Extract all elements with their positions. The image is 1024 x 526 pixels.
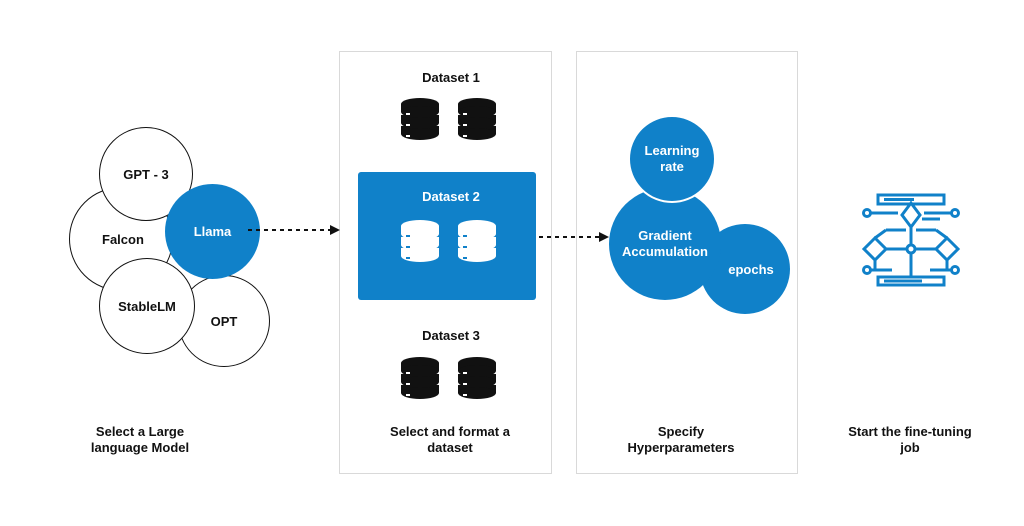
model-stablelm-label: StableLM xyxy=(118,298,176,314)
model-opt-label: OPT xyxy=(210,313,238,329)
model-llama-label: Llama xyxy=(193,224,232,239)
step-4-caption: Start the fine-tuning job xyxy=(848,424,972,455)
dataset-3-title: Dataset 3 xyxy=(422,328,480,343)
database-icon xyxy=(401,357,439,399)
arrow-icon xyxy=(248,225,340,235)
step-1-caption: Select a Large language Model xyxy=(90,424,190,455)
hyperparameter-learning-rate-label: Learning rate xyxy=(644,143,700,174)
database-icon xyxy=(458,98,496,140)
model-opt-circle: OPT xyxy=(178,275,270,367)
flowchart-icon xyxy=(861,193,961,287)
arrow-icon xyxy=(539,232,609,242)
dataset-1-title: Dataset 1 xyxy=(422,70,480,85)
hyperparameter-gradient-label: Gradient Accumulation xyxy=(622,228,708,259)
model-gpt3-label: GPT - 3 xyxy=(123,166,169,182)
step-3-caption: Specify Hyperparameters xyxy=(627,424,735,455)
dataset-2-title: Dataset 2 xyxy=(422,189,480,204)
step-2-caption: Select and format a dataset xyxy=(390,424,510,455)
database-icon xyxy=(458,220,496,262)
hyperparameter-learning-rate-circle: Learning rate xyxy=(628,115,716,203)
hyperparameter-gradient-circle: Gradient Accumulation xyxy=(609,188,721,300)
model-stablelm-circle: StableLM xyxy=(99,258,195,354)
hyperparameter-epochs-label: epochs xyxy=(728,261,774,277)
model-llama-circle: Llama xyxy=(165,184,260,279)
database-icon xyxy=(458,357,496,399)
model-falcon-label: Falcon xyxy=(102,231,144,247)
database-icon xyxy=(401,98,439,140)
dataset-2-box xyxy=(358,172,536,300)
database-icon xyxy=(401,220,439,262)
